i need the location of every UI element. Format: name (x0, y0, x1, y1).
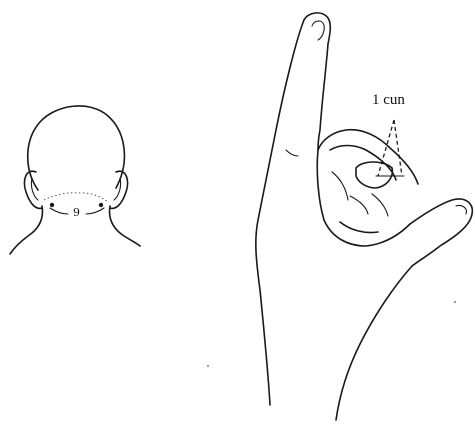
acupoint-marker-right (99, 203, 103, 207)
acupoint-marker-left (50, 203, 54, 207)
hand-lower-edge (336, 266, 412, 420)
hairline (44, 193, 108, 202)
neck-left (10, 206, 42, 254)
right-ear (110, 171, 128, 208)
thumb (410, 199, 472, 266)
index-finger-left-edge (256, 20, 304, 405)
neck-right (110, 206, 140, 246)
fingertip (304, 13, 330, 44)
index-finger-right-edge (318, 44, 328, 150)
measure-label: 1 cun (372, 92, 405, 108)
head-back-view: 9 (10, 106, 140, 254)
fingernail (312, 21, 324, 40)
acupoint-label: 9 (73, 206, 80, 219)
left-ear (24, 171, 42, 208)
hand-view: 1 cun (256, 13, 472, 420)
head-outline (28, 106, 125, 190)
